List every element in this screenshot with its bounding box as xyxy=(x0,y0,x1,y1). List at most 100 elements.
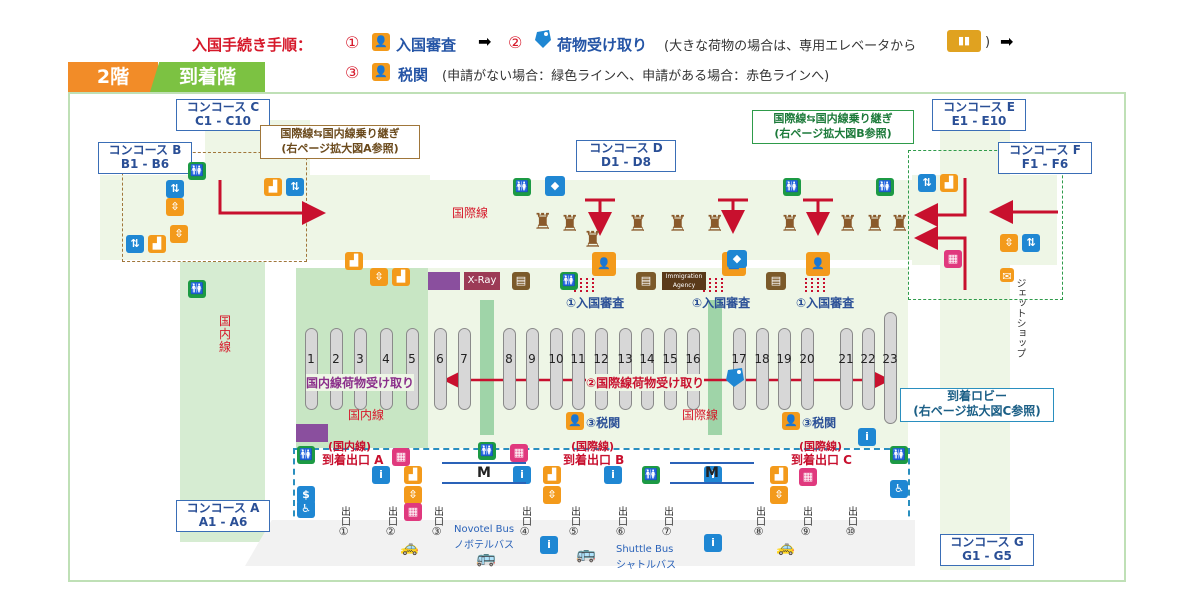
baggage-belt xyxy=(526,328,539,410)
shop-icon: ▦ xyxy=(799,468,817,486)
shuttle-bus-ja: シャトルバス xyxy=(616,560,676,571)
baggage-belt xyxy=(572,328,585,410)
belt-number: 10 xyxy=(548,352,564,366)
step2-note-end: ) xyxy=(985,35,991,50)
taxi-icon: 🚕 xyxy=(776,538,795,556)
exit-gate-number: ⑩ xyxy=(845,525,856,538)
concourse-g-name: コンコース G xyxy=(950,535,1024,549)
taxi-icon: 🚕 xyxy=(400,538,419,556)
elevator-icon: ⇳ xyxy=(370,268,388,286)
baggage-belt xyxy=(458,328,471,410)
elevator-icon: ⇳ xyxy=(166,198,184,216)
belt-number: 2 xyxy=(332,352,340,366)
transfer-b-callout: 国際線⇆国内線乗り継ぎ (右ページ拡大図B参照) xyxy=(752,110,914,144)
lobby-callout: 到着ロビー (右ページ拡大図C参照) xyxy=(900,388,1054,422)
belt-number: 18 xyxy=(754,352,770,366)
exit-a-type: (国内線) xyxy=(328,440,372,453)
baggage-belt xyxy=(619,328,632,410)
xray-label: X-Ray xyxy=(464,272,500,290)
baggage-belt xyxy=(503,328,516,410)
baggage-belt xyxy=(778,328,791,410)
exit-gate-number: ⑤ xyxy=(568,525,579,538)
belt-number: 9 xyxy=(528,352,536,366)
exit-gate-label: 出口 xyxy=(753,506,765,526)
shop-icon: ▦ xyxy=(404,503,422,521)
restroom-icon: 🚻 xyxy=(890,446,908,464)
shop-icon: ▦ xyxy=(944,250,962,268)
belt-number: 19 xyxy=(776,352,792,366)
metro-sign: M xyxy=(670,462,754,484)
info-icon: i xyxy=(513,466,531,484)
baggage-belt xyxy=(305,328,318,410)
exit-gate-number: ③ xyxy=(431,525,442,538)
exit-gate-label: 出口 xyxy=(568,506,580,526)
domestic-zone-label: 国 内 線 xyxy=(219,314,232,354)
shop-icon: ▦ xyxy=(392,448,410,466)
customs-icon: 👤 xyxy=(782,412,800,430)
customs-label: ③税関 xyxy=(586,416,621,430)
concourse-f-range: F1 - F6 xyxy=(1021,157,1069,171)
baggage-belt xyxy=(380,328,393,410)
transfer-b-note: (右ページ拡大図B参照) xyxy=(774,127,892,140)
elevator-icon: ⇳ xyxy=(770,486,788,504)
green-lane xyxy=(480,300,494,435)
stairs-icon: ▟ xyxy=(940,174,958,192)
exit-gate-label: 出口 xyxy=(519,506,531,526)
floor-tab: 2階 xyxy=(68,62,158,92)
domestic-hall-label: 国内線 xyxy=(348,408,385,422)
concourse-b-label: コンコース B B1 - B6 xyxy=(98,142,192,174)
concourse-d-label: コンコース D D1 - D8 xyxy=(576,140,676,172)
step1-number: ① xyxy=(345,33,360,52)
belt-number: 17 xyxy=(731,352,747,366)
baggage-belt xyxy=(595,328,608,410)
concourse-e-range: E1 - E10 xyxy=(951,114,1007,128)
exit-a-name: 到着出口 A xyxy=(322,453,384,467)
novotel-bus-ja: ノボテルバス xyxy=(454,540,514,551)
exit-gate-number: ⑦ xyxy=(661,525,672,538)
guard-statue-icon: ♜ xyxy=(628,212,648,237)
wheelchair-icon: ♿ xyxy=(890,480,908,498)
arrow-icon: ➡ xyxy=(1000,32,1014,51)
restroom-icon: 🚻 xyxy=(188,280,206,298)
immigration-icon: 👤 xyxy=(372,33,390,51)
info-icon: i xyxy=(372,466,390,484)
shop-icon: ▦ xyxy=(510,444,528,462)
belt-number: 14 xyxy=(639,352,655,366)
atm-icon: $ xyxy=(297,486,315,504)
belt-number: 8 xyxy=(505,352,513,366)
facility-purple xyxy=(428,272,460,290)
immigration-booth-icon: 👤 xyxy=(592,252,616,276)
international-zone-label: 国際線 xyxy=(452,206,489,220)
info-icon: i xyxy=(704,466,722,484)
elevator-icon: ⇳ xyxy=(170,225,188,243)
stairs-icon: ▟ xyxy=(345,252,363,270)
step2-number: ② xyxy=(508,33,523,52)
exit-gate-number: ⑧ xyxy=(753,525,764,538)
belt-number: 12 xyxy=(593,352,609,366)
belt-number: 7 xyxy=(460,352,468,366)
exit-b-type: (国際線) xyxy=(571,440,615,453)
escalator-icon: ⇅ xyxy=(166,180,184,198)
facility-purple xyxy=(296,424,328,442)
belt-number: 15 xyxy=(662,352,678,366)
immigration-label: ①入国審査 xyxy=(692,296,751,310)
luggage-icon: ▤ xyxy=(766,272,786,290)
escalator-icon: ⇅ xyxy=(918,174,936,192)
escalator-icon: ⇅ xyxy=(1022,234,1040,252)
domestic-baggage-label: 国内線荷物受け取り xyxy=(306,374,415,391)
concourse-g-range: G1 - G5 xyxy=(962,549,1012,563)
belt-number: 1 xyxy=(307,352,315,366)
exit-gate-number: ⑨ xyxy=(800,525,811,538)
stairs-icon: ▟ xyxy=(770,466,788,484)
step2-label: 荷物受け取り xyxy=(557,36,648,54)
belt-number: 5 xyxy=(408,352,416,366)
step3-label: 税関 xyxy=(398,66,429,84)
info-icon: i xyxy=(540,536,558,554)
baggage-belt xyxy=(862,328,875,410)
guard-statue-icon: ♜ xyxy=(583,228,603,253)
